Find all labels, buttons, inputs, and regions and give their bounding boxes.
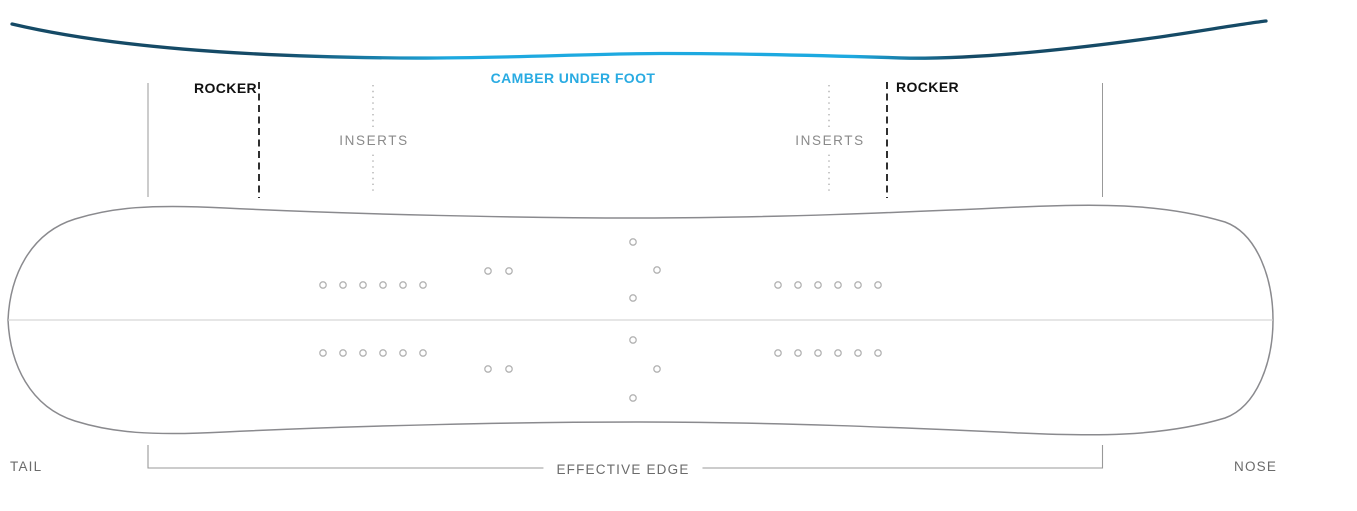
rocker-label-left: ROCKER bbox=[194, 80, 258, 96]
insert-holes bbox=[319, 238, 882, 402]
inserts-label-right: INSERTS bbox=[793, 131, 867, 151]
nose-label: NOSE bbox=[1234, 459, 1278, 474]
inserts-label-left: INSERTS bbox=[337, 131, 411, 151]
camber-profile-curve bbox=[10, 19, 1268, 60]
tail-label: TAIL bbox=[10, 459, 43, 474]
camber-under-foot-label: CAMBER UNDER FOOT bbox=[490, 70, 656, 86]
rocker-label-right: ROCKER bbox=[896, 79, 960, 95]
effective-edge-label: EFFECTIVE EDGE bbox=[543, 461, 703, 479]
